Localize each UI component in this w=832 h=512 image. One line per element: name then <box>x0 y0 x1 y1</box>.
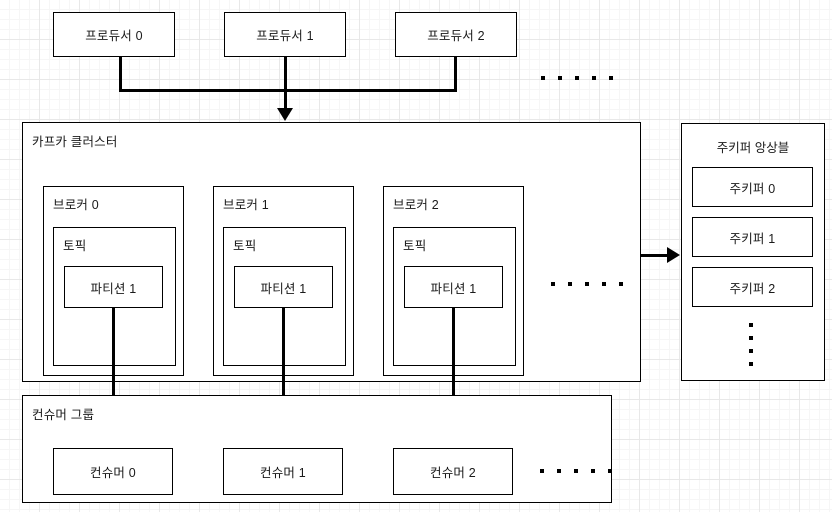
zookeeper-node-2[interactable]: 주키퍼 2 <box>692 267 813 307</box>
ellipsis-dot <box>575 76 579 80</box>
partition-node-1[interactable]: 파티션 1 <box>234 266 333 308</box>
producer-1-stem <box>284 57 287 92</box>
producer-0-stem <box>119 57 122 92</box>
partition-0-to-consumer-line <box>112 307 115 434</box>
consumer-label-1: 컨슈머 1 <box>260 466 306 480</box>
partition-label-2: 파티션 1 <box>430 281 477 296</box>
producer-to-cluster-arrowhead <box>277 108 293 121</box>
consumers-ellipsis <box>540 469 612 473</box>
producer-node-1[interactable]: 프로듀서 1 <box>224 12 346 57</box>
partition-node-2[interactable]: 파티션 1 <box>404 266 503 308</box>
ellipsis-dot <box>591 469 595 473</box>
producers-ellipsis <box>541 76 613 80</box>
consumer-node-1[interactable]: 컨슈머 1 <box>223 448 343 495</box>
producer-node-2[interactable]: 프로듀서 2 <box>395 12 517 57</box>
consumer-node-2[interactable]: 컨슈머 2 <box>393 448 513 495</box>
topic-label-0: 토픽 <box>63 239 87 253</box>
producer-bus <box>119 89 457 92</box>
ellipsis-dot <box>592 76 596 80</box>
zookeeper-label-0: 주키퍼 0 <box>729 181 776 196</box>
consumer-group-label: 컨슈머 그룹 <box>32 408 95 422</box>
ellipsis-dot <box>749 336 753 340</box>
ellipsis-dot <box>749 362 753 366</box>
producer-label-2: 프로듀서 2 <box>427 29 485 43</box>
ellipsis-dot <box>749 323 753 327</box>
ellipsis-dot <box>540 469 544 473</box>
zookeeper-label-1: 주키퍼 1 <box>729 231 776 246</box>
partition-label-1: 파티션 1 <box>260 281 307 296</box>
partition-node-0[interactable]: 파티션 1 <box>64 266 163 308</box>
producer-to-cluster-line <box>284 89 287 111</box>
partition-2-to-consumer-line <box>452 307 455 434</box>
broker-label-2: 브로커 2 <box>393 198 439 212</box>
brokers-ellipsis <box>551 282 623 286</box>
ellipsis-dot <box>541 76 545 80</box>
topic-label-1: 토픽 <box>233 239 257 253</box>
topic-label-2: 토픽 <box>403 239 427 253</box>
consumer-label-0: 컨슈머 0 <box>90 466 136 480</box>
producer-2-stem <box>454 57 457 92</box>
zookeeper-label-2: 주키퍼 2 <box>729 281 776 296</box>
ellipsis-dot <box>585 282 589 286</box>
ellipsis-dot <box>608 469 612 473</box>
zookeeper-ensemble-label: 주키퍼 앙상블 <box>716 141 790 155</box>
zookeeper-ellipsis <box>749 323 753 366</box>
ellipsis-dot <box>749 349 753 353</box>
cluster-to-zookeeper-arrowhead <box>667 247 680 263</box>
consumer-label-2: 컨슈머 2 <box>430 466 476 480</box>
cluster-to-zookeeper-line <box>641 254 669 257</box>
producer-label-1: 프로듀서 1 <box>256 29 314 43</box>
ellipsis-dot <box>602 282 606 286</box>
ellipsis-dot <box>558 76 562 80</box>
consumer-node-0[interactable]: 컨슈머 0 <box>53 448 173 495</box>
broker-label-0: 브로커 0 <box>53 198 99 212</box>
ellipsis-dot <box>557 469 561 473</box>
ellipsis-dot <box>574 469 578 473</box>
zookeeper-node-1[interactable]: 주키퍼 1 <box>692 217 813 257</box>
zookeeper-node-0[interactable]: 주키퍼 0 <box>692 167 813 207</box>
broker-label-1: 브로커 1 <box>223 198 269 212</box>
producer-node-0[interactable]: 프로듀서 0 <box>53 12 175 57</box>
kafka-cluster-label: 카프카 클러스터 <box>32 135 118 149</box>
producer-label-0: 프로듀서 0 <box>85 29 143 43</box>
ellipsis-dot <box>619 282 623 286</box>
ellipsis-dot <box>609 76 613 80</box>
ellipsis-dot <box>551 282 555 286</box>
partition-label-0: 파티션 1 <box>90 281 137 296</box>
partition-1-to-consumer-line <box>282 307 285 434</box>
ellipsis-dot <box>568 282 572 286</box>
